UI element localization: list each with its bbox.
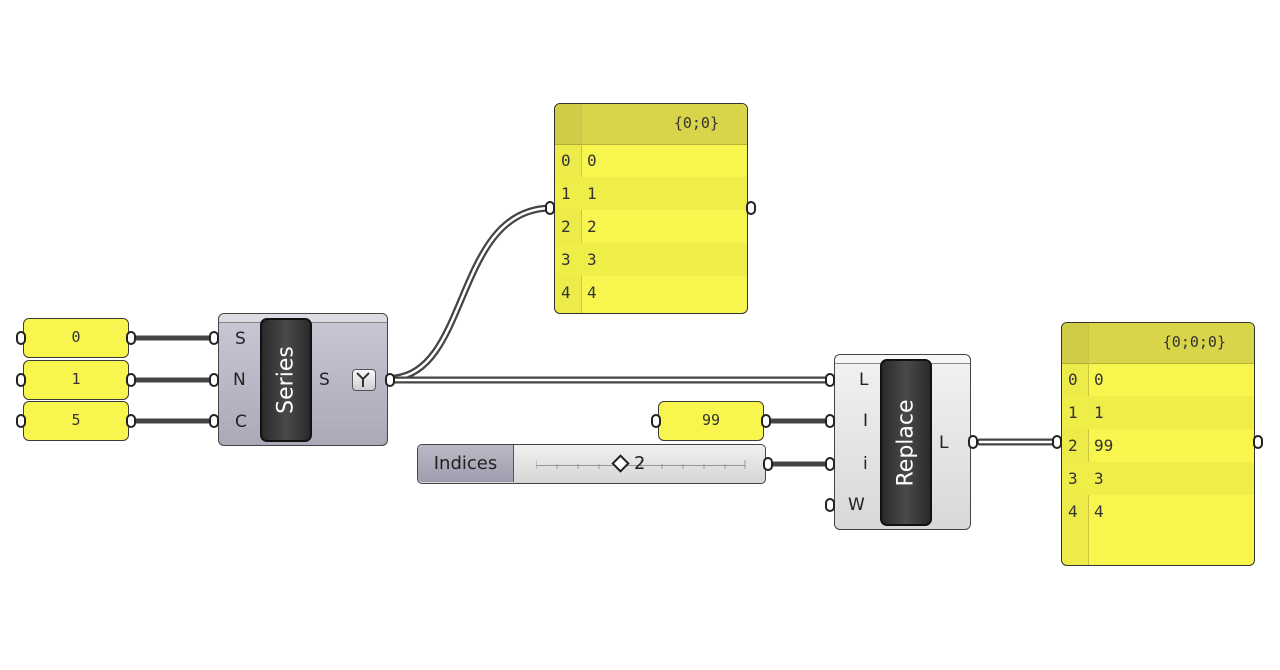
series-name: Series: [273, 346, 299, 414]
viewer-top-input-grip[interactable]: [545, 201, 555, 215]
list-item: 2 99: [1062, 429, 1254, 462]
series-output-grip[interactable]: [385, 373, 395, 387]
replace-output-label: L: [939, 433, 949, 453]
replacement-panel-input-grip[interactable]: [651, 414, 661, 428]
viewer-right-path: {0;0;0}: [1162, 333, 1226, 351]
slider-value: 2: [634, 453, 646, 474]
graft-icon[interactable]: [352, 369, 376, 391]
start-panel-input-grip[interactable]: [16, 331, 26, 345]
item-value: 3: [1094, 469, 1104, 488]
replacement-panel-output-grip[interactable]: [761, 414, 771, 428]
count-panel[interactable]: 5: [23, 401, 129, 441]
count-panel-output-grip[interactable]: [126, 414, 136, 428]
replace-input-indices-label: i: [863, 454, 868, 474]
replace-input-indices-grip[interactable]: [825, 457, 835, 471]
replace-name: Replace: [893, 398, 919, 487]
item-index: 4: [1068, 502, 1078, 521]
slider-output-grip[interactable]: [763, 457, 773, 471]
item-index: 1: [1068, 403, 1078, 422]
item-index: 2: [1068, 436, 1078, 455]
series-input-n-label: N: [233, 370, 246, 390]
count-value: 5: [71, 411, 81, 429]
viewer-right-output-grip[interactable]: [1253, 435, 1263, 449]
viewer-right-header: {0;0;0}: [1062, 323, 1254, 364]
replace-input-wrap-grip[interactable]: [825, 498, 835, 512]
series-input-s-label: S: [235, 329, 246, 349]
viewer-top-output-grip[interactable]: [746, 201, 756, 215]
replace-input-items-label: I: [863, 411, 869, 431]
viewer-right[interactable]: {0;0;0} 0 0 1 1 2 99 3 3 4 4: [1061, 322, 1255, 566]
item-value: 1: [587, 184, 597, 203]
start-panel[interactable]: 0: [23, 318, 129, 358]
slider-label: Indices: [418, 445, 514, 482]
series-input-c-grip[interactable]: [209, 414, 219, 428]
list-item: 0 0: [555, 144, 747, 177]
list-item: 1 1: [1062, 396, 1254, 429]
replace-input-items-grip[interactable]: [825, 414, 835, 428]
viewer-right-index-column: [1062, 323, 1089, 565]
list-item: 3 3: [1062, 462, 1254, 495]
series-input-s-grip[interactable]: [209, 331, 219, 345]
series-input-c-label: C: [235, 412, 247, 432]
replace-input-list-grip[interactable]: [825, 373, 835, 387]
item-index: 3: [1068, 469, 1078, 488]
list-item: 3 3: [555, 243, 747, 276]
item-value: 4: [1094, 502, 1104, 521]
list-item: 1 1: [555, 177, 747, 210]
viewer-top-header: {0;0}: [555, 104, 747, 145]
step-value: 1: [71, 370, 81, 388]
item-value: 4: [587, 283, 597, 302]
item-index: 0: [1068, 370, 1078, 389]
item-value: 99: [1094, 436, 1114, 455]
viewer-right-input-grip[interactable]: [1052, 435, 1062, 449]
list-item: 0 0: [1062, 363, 1254, 396]
replacement-value: 99: [701, 411, 721, 429]
replace-name-bar[interactable]: Replace: [880, 359, 932, 526]
item-value: 1: [1094, 403, 1104, 422]
item-value: 0: [587, 151, 597, 170]
series-component[interactable]: S N C Series S: [218, 313, 388, 446]
replacement-panel[interactable]: 99: [658, 401, 764, 441]
series-name-bar[interactable]: Series: [260, 318, 312, 442]
step-panel-output-grip[interactable]: [126, 373, 136, 387]
step-panel[interactable]: 1: [23, 360, 129, 400]
replace-component[interactable]: L I i W Replace L: [834, 354, 971, 530]
replace-output-grip[interactable]: [968, 435, 978, 449]
item-value: 2: [587, 217, 597, 236]
item-index: 0: [561, 151, 571, 170]
viewer-top-path: {0;0}: [673, 114, 719, 132]
replace-input-wrap-label: W: [848, 495, 865, 515]
item-index: 1: [561, 184, 571, 203]
count-panel-input-grip[interactable]: [16, 414, 26, 428]
item-index: 3: [561, 250, 571, 269]
series-output-s-label: S: [319, 370, 330, 390]
replace-input-list-label: L: [859, 370, 869, 390]
list-item: 4 4: [555, 276, 747, 309]
item-index: 4: [561, 283, 571, 302]
indices-slider[interactable]: Indices 2: [417, 444, 766, 484]
series-input-n-grip[interactable]: [209, 373, 219, 387]
list-item: 4 4: [1062, 495, 1254, 528]
item-value: 0: [1094, 370, 1104, 389]
viewer-top[interactable]: {0;0} 0 0 1 1 2 2 3 3 4 4: [554, 103, 748, 314]
list-item: 2 2: [555, 210, 747, 243]
start-panel-output-grip[interactable]: [126, 331, 136, 345]
item-index: 2: [561, 217, 571, 236]
start-value: 0: [71, 328, 81, 346]
wire-series-to-viewer: [391, 204, 554, 382]
item-value: 3: [587, 250, 597, 269]
step-panel-input-grip[interactable]: [16, 373, 26, 387]
